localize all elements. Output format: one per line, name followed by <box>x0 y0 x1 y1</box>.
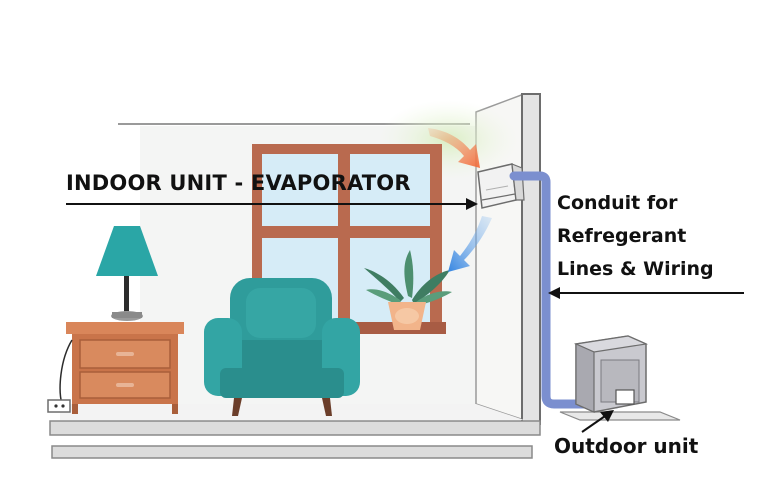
conduit-label-line-1: Conduit for <box>557 192 678 214</box>
indoor-unit-pointer-arrow <box>66 198 478 210</box>
conduit-label-line-2: Refregerant <box>557 225 687 247</box>
potted-plant <box>364 250 452 330</box>
floor <box>49 404 541 459</box>
outdoor-unit-pointer-arrow <box>581 410 614 433</box>
conduit-pointer-arrow <box>548 287 744 299</box>
cool-airflow-arrow <box>448 216 492 272</box>
nightstand <box>66 322 184 414</box>
outdoor-unit-label: Outdoor unit <box>554 434 699 458</box>
conduit-label-line-3: Lines & Wiring <box>557 258 714 280</box>
table-lamp <box>96 226 158 321</box>
warm-airflow-arrow <box>428 128 480 168</box>
wall-outlet <box>47 339 73 413</box>
indoor-unit-label: INDOOR UNIT - EVAPORATOR <box>66 171 411 195</box>
conduit-label: Conduit for Refregerant Lines & Wiring <box>557 187 714 286</box>
condenser-unit-icon <box>559 335 681 421</box>
refrigerant-conduit <box>509 171 621 409</box>
armchair <box>204 278 360 416</box>
